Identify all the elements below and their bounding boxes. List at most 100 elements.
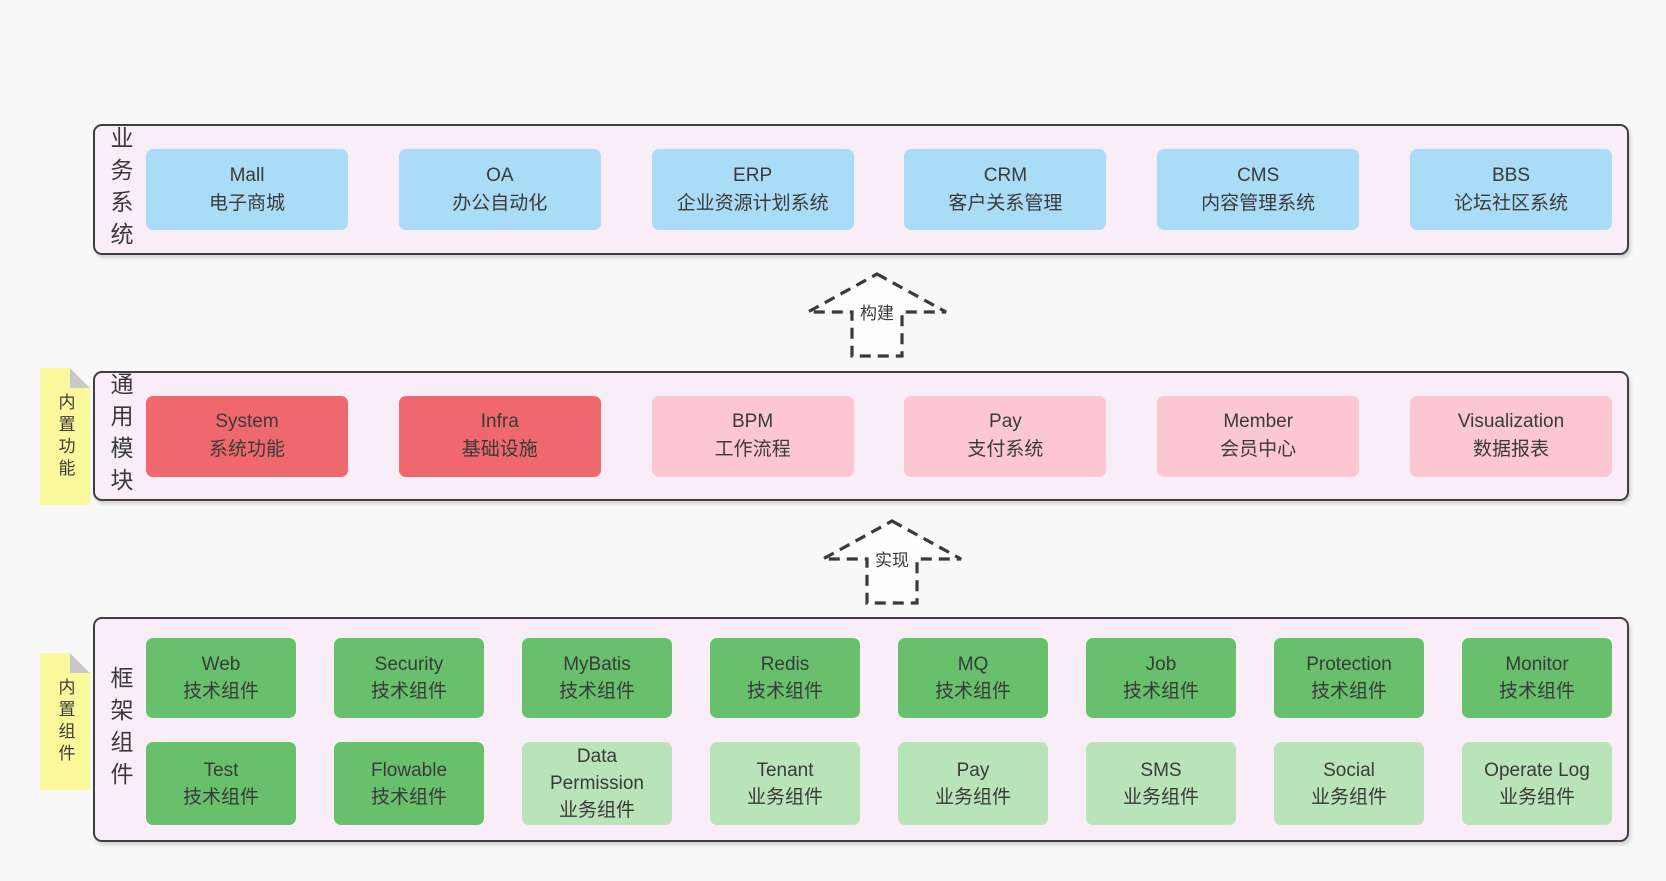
layer-common-modules: 通用模块 System 系统功能 Infra 基础设施 BPM 工作流程 Pay… xyxy=(93,371,1629,501)
box-security: Security 技术组件 xyxy=(334,638,484,718)
box-label-zh: 内容管理系统 xyxy=(1201,192,1316,214)
box-label-zh: 基础设施 xyxy=(461,439,538,460)
box-label-zh: 业务组件 xyxy=(1122,786,1199,808)
box-crm: CRM 客户关系管理 xyxy=(904,149,1107,230)
box-label-zh: 技术组件 xyxy=(182,786,259,808)
box-label-en: Infra xyxy=(480,411,519,432)
box-pay: Pay 支付系统 xyxy=(904,395,1107,477)
box-member: Member 会员中心 xyxy=(1157,395,1360,477)
box-protection: Protection 技术组件 xyxy=(1274,638,1424,718)
box-job: Job 技术组件 xyxy=(1086,638,1236,718)
box-cms: CMS 内容管理系统 xyxy=(1157,149,1360,230)
box-flowable: Flowable 技术组件 xyxy=(334,742,484,825)
box-label-zh: 业务组件 xyxy=(1498,786,1575,808)
build-arrow-label: 构建 xyxy=(860,304,894,323)
box-tenant: Tenant 业务组件 xyxy=(710,742,860,825)
box-mq: MQ 技术组件 xyxy=(898,638,1048,718)
box-label-zh: 系统功能 xyxy=(208,439,285,460)
box-label-zh: 技术组件 xyxy=(1498,681,1575,702)
box-label-zh: 技术组件 xyxy=(370,786,447,808)
box-redis: Redis 技术组件 xyxy=(710,638,860,718)
modules-box-strip: System 系统功能 Infra 基础设施 BPM 工作流程 Pay 支付系统… xyxy=(146,373,1612,499)
box-label-en: Redis xyxy=(760,654,810,675)
box-pay-component: Pay 业务组件 xyxy=(898,742,1048,825)
box-label-en: OA xyxy=(486,164,514,186)
box-label-en: Job xyxy=(1145,654,1177,675)
layer-label-modules: 通用模块 xyxy=(107,372,133,500)
box-label-en: MQ xyxy=(957,654,989,675)
sticky-note-label: 内置组件 xyxy=(55,677,75,766)
box-label-en: Visualization xyxy=(1457,411,1565,432)
sticky-note-builtin-features: 内置功能 xyxy=(40,368,90,505)
box-label-zh: 电子商城 xyxy=(208,192,285,214)
layer-label-framework: 框架组件 xyxy=(107,665,133,794)
framework-row-1: Web 技术组件 Security 技术组件 MyBatis 技术组件 Redi… xyxy=(146,638,1612,718)
box-label-en: Test xyxy=(203,759,239,781)
box-label-en: Social xyxy=(1323,759,1375,781)
implement-arrow-icon: 实现 xyxy=(821,519,963,605)
box-label-en: Member xyxy=(1223,411,1294,432)
box-label-zh: 业务组件 xyxy=(746,786,823,808)
layer-label-business: 业务系统 xyxy=(107,125,133,254)
box-label-en: Protection xyxy=(1306,654,1392,675)
box-label-zh: 技术组件 xyxy=(1310,681,1387,702)
box-label-zh: 技术组件 xyxy=(934,681,1011,702)
box-visualization: Visualization 数据报表 xyxy=(1409,395,1612,477)
box-label-en: Pay xyxy=(956,759,990,781)
box-label-en: Web xyxy=(201,654,241,675)
box-label-zh: 业务组件 xyxy=(558,800,635,821)
box-label-en: CMS xyxy=(1237,164,1280,186)
box-monitor: Monitor 技术组件 xyxy=(1462,638,1612,718)
business-box-strip: Mall 电子商城 OA 办公自动化 ERP 企业资源计划系统 CRM 客户关系… xyxy=(146,126,1612,253)
box-label-en: Operate Log xyxy=(1484,759,1590,781)
box-label-zh: 技术组件 xyxy=(746,681,823,702)
build-arrow-icon: 构建 xyxy=(806,272,948,358)
sticky-note-label: 内置功能 xyxy=(55,392,75,481)
box-test: Test 技术组件 xyxy=(146,742,296,825)
box-label-en: Tenant xyxy=(756,759,814,781)
box-label-en: MyBatis xyxy=(563,654,631,675)
box-label-zh: 技术组件 xyxy=(182,681,259,702)
box-label-zh: 技术组件 xyxy=(558,681,635,702)
box-web: Web 技术组件 xyxy=(146,638,296,718)
box-label-zh: 业务组件 xyxy=(934,786,1011,808)
box-erp: ERP 企业资源计划系统 xyxy=(651,149,854,230)
box-data-permission: Data Permission 业务组件 xyxy=(522,742,672,825)
box-label-zh: 技术组件 xyxy=(1122,681,1199,702)
framework-box-grid: Web 技术组件 Security 技术组件 MyBatis 技术组件 Redi… xyxy=(146,638,1612,825)
box-oa: OA 办公自动化 xyxy=(398,149,601,230)
box-label-en: BPM xyxy=(732,411,774,432)
box-label-en: Monitor xyxy=(1505,654,1569,675)
box-system: System 系统功能 xyxy=(146,395,348,477)
box-sms: SMS 业务组件 xyxy=(1086,742,1236,825)
box-label-en: Pay xyxy=(989,411,1022,432)
box-bpm: BPM 工作流程 xyxy=(651,395,854,477)
box-label-en: CRM xyxy=(983,164,1028,186)
box-social: Social 业务组件 xyxy=(1274,742,1424,825)
box-label-en: BBS xyxy=(1491,164,1530,186)
box-label-en: SMS xyxy=(1140,759,1182,781)
box-label-en: Mall xyxy=(229,164,265,186)
box-label-zh: 支付系统 xyxy=(967,439,1044,460)
sticky-note-builtin-components: 内置组件 xyxy=(40,653,90,790)
box-label-zh: 业务组件 xyxy=(1310,786,1387,808)
layer-business-systems: 业务系统 Mall 电子商城 OA 办公自动化 ERP 企业资源计划系统 CRM… xyxy=(93,124,1629,255)
implement-arrow-label: 实现 xyxy=(875,551,909,570)
box-label-zh: 办公自动化 xyxy=(452,192,548,214)
box-label-zh: 工作流程 xyxy=(714,439,791,460)
framework-row-2: Test 技术组件 Flowable 技术组件 Data Permission … xyxy=(146,742,1612,825)
box-label-zh: 技术组件 xyxy=(370,681,447,702)
box-label-zh: 企业资源计划系统 xyxy=(676,192,829,214)
box-label-en: Flowable xyxy=(370,759,448,781)
box-label-zh: 数据报表 xyxy=(1472,439,1549,460)
box-infra: Infra 基础设施 xyxy=(398,395,601,477)
box-label-en: Data Permission xyxy=(550,746,644,794)
box-label-en: System xyxy=(215,411,279,432)
layer-framework-components: 框架组件 Web 技术组件 Security 技术组件 MyBatis 技术组件… xyxy=(93,617,1629,842)
box-mybatis: MyBatis 技术组件 xyxy=(522,638,672,718)
box-label-zh: 客户关系管理 xyxy=(948,192,1063,214)
box-operate-log: Operate Log 业务组件 xyxy=(1462,742,1612,825)
box-label-en: Security xyxy=(374,654,444,675)
box-label-zh: 会员中心 xyxy=(1220,439,1297,460)
